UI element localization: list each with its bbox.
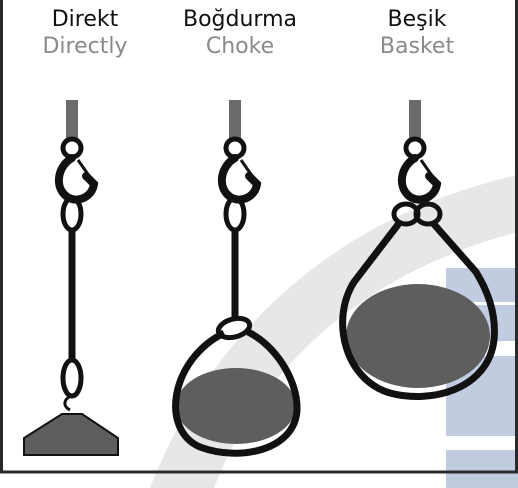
- choke-rigging: [172, 100, 301, 457]
- wire-rope: [409, 100, 421, 140]
- load-basket: [346, 284, 490, 388]
- direct-label-en: Directly: [42, 34, 128, 60]
- load-choke: [176, 368, 296, 444]
- wire-rope: [229, 100, 241, 140]
- wire-rope: [66, 100, 78, 140]
- hook-icon: [217, 154, 262, 204]
- choke-loop: [172, 328, 301, 457]
- direct-title: Direkt Directly: [0, 8, 170, 58]
- load-direct: [23, 413, 119, 456]
- hook-latch: [76, 159, 94, 181]
- hook-icon: [397, 154, 442, 204]
- diagram-border: [0, 0, 518, 474]
- load-hook: [63, 394, 73, 412]
- basket-loop: [339, 219, 498, 400]
- basket-label-tr: Beşik: [387, 7, 447, 32]
- hook-icon: [54, 154, 99, 204]
- hook-latch: [419, 159, 437, 181]
- sling-eye-bottom: [60, 357, 84, 399]
- direct-label-tr: Direkt: [51, 7, 119, 32]
- basket-rigging: [339, 100, 498, 400]
- basket-title: Beşik Basket: [332, 8, 502, 58]
- choke-label-en: Choke: [205, 34, 275, 60]
- hook-latch: [239, 159, 257, 181]
- choke-title: Boğdurma Choke: [155, 8, 325, 58]
- choke-label-tr: Boğdurma: [183, 7, 297, 32]
- basket-label-en: Basket: [379, 34, 455, 60]
- sling-eye-right: [413, 201, 443, 227]
- direct-rigging: [23, 100, 119, 456]
- watermark-block: [446, 450, 518, 488]
